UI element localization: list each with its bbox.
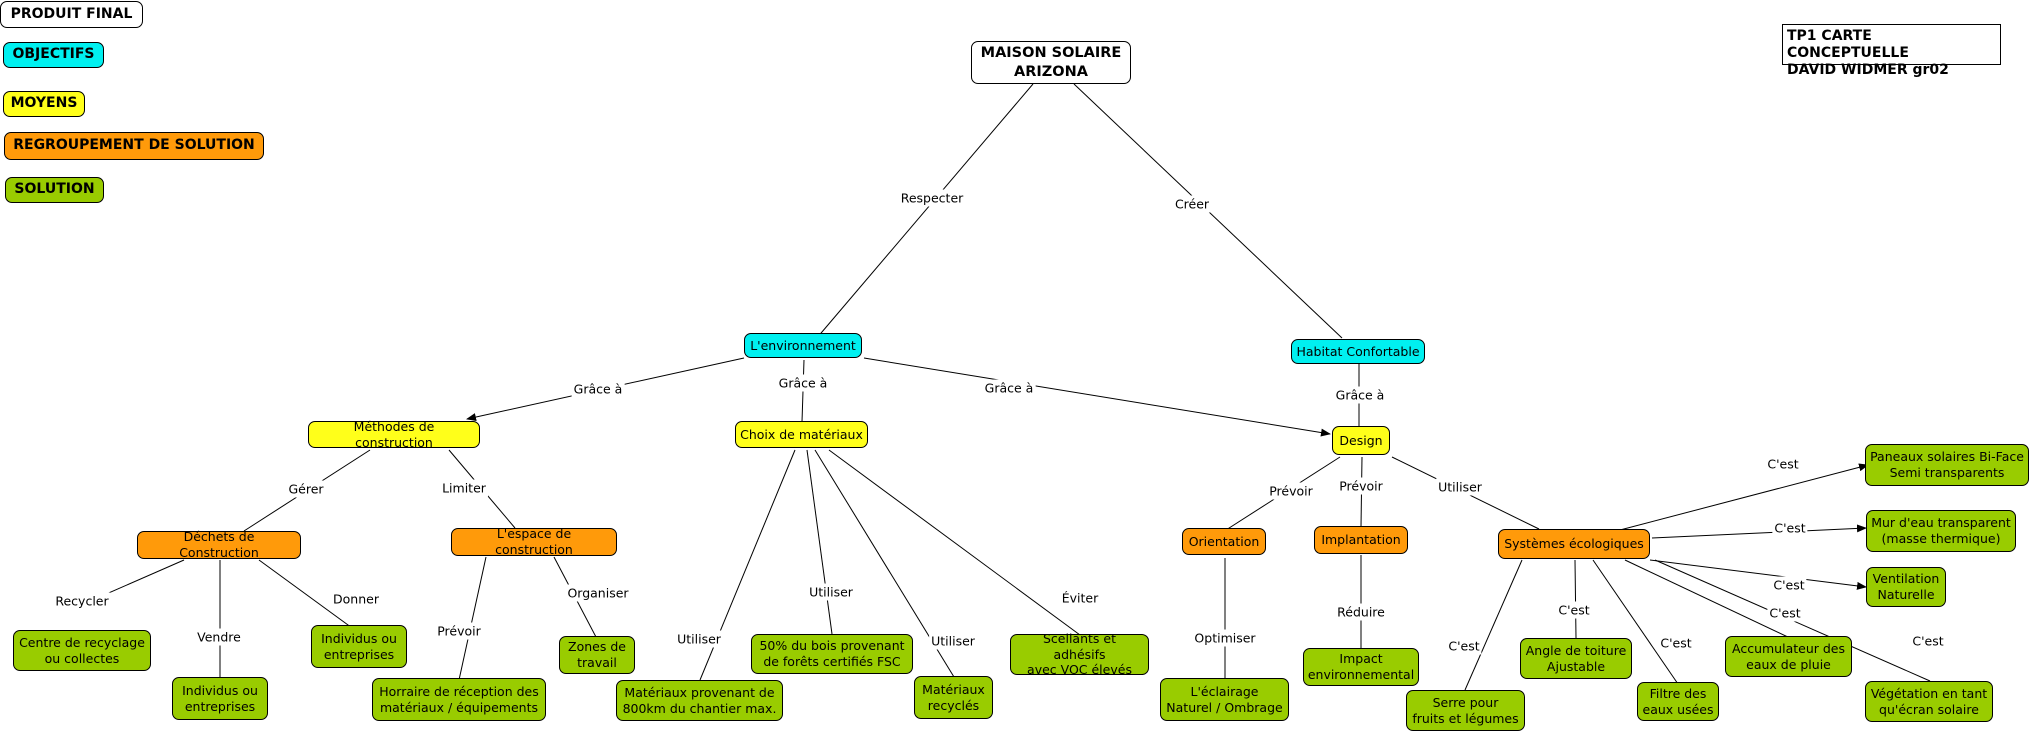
label-vendre: Vendre xyxy=(195,628,243,646)
node-systemes: Systèmes écologiques xyxy=(1498,529,1650,559)
node-bois-fsc: 50% du bois provenant de forêts certifié… xyxy=(751,634,913,674)
label-cest-serre: C'est xyxy=(1446,637,1482,655)
label-cest-filtre: C'est xyxy=(1658,634,1694,652)
legend-moyens: MOYENS xyxy=(3,91,85,117)
label-utiliser-recycles: Utiliser xyxy=(929,632,977,650)
label-grace-a-choix: Grâce à xyxy=(776,374,830,392)
label-limiter: Limiter xyxy=(440,479,488,497)
label-reduire: Réduire xyxy=(1335,603,1387,621)
legend-produit-final: PRODUIT FINAL xyxy=(0,1,143,28)
label-prevoir-horaire: Prévoir xyxy=(435,622,483,640)
label-grace-a-design: Grâce à xyxy=(982,379,1036,397)
node-centre-recyclage: Centre de recyclage ou collectes xyxy=(13,630,151,671)
node-eclairage: L'éclairage Naturel / Ombrage xyxy=(1160,678,1289,721)
label-utiliser-systemes: Utiliser xyxy=(1436,478,1484,496)
label-utiliser-800km: Utiliser xyxy=(675,630,723,648)
node-horaire: Horraire de réception des matériaux / éq… xyxy=(372,678,546,721)
node-materiaux-800km: Matériaux provenant de 800km du chantier… xyxy=(616,680,783,721)
node-scellants: Scellants et adhésifs avec VOC élevés xyxy=(1010,631,1149,677)
node-mur-eau: Mur d'eau transparent (masse thermique) xyxy=(1866,510,2016,552)
label-grace-a-habitat: Grâce à xyxy=(1333,386,1387,404)
node-design: Design xyxy=(1332,426,1390,455)
label-eviter: Éviter xyxy=(1059,589,1101,607)
label-cest-vegetation: C'est xyxy=(1910,632,1946,650)
node-implantation: Implantation xyxy=(1314,526,1408,554)
label-creer: Créer xyxy=(1172,195,1212,213)
node-methodes: Méthodes de construction xyxy=(308,419,480,450)
label-recycler: Recycler xyxy=(53,592,111,610)
node-impact: Impact environnemental xyxy=(1303,648,1419,686)
label-gerer: Gérer xyxy=(286,480,326,498)
node-orientation: Orientation xyxy=(1182,528,1266,555)
label-organiser: Organiser xyxy=(565,584,631,602)
node-ventilation: Ventilation Naturelle xyxy=(1866,567,1946,607)
label-donner: Donner xyxy=(331,590,381,608)
node-paneaux-solaires: Paneaux solaires Bi-Face Semi transparen… xyxy=(1865,444,2029,486)
node-vegetation: Végétation en tant qu'écran solaire xyxy=(1865,681,1993,722)
label-prevoir-implantation: Prévoir xyxy=(1337,477,1385,495)
label-cest-ventilation: C'est xyxy=(1771,576,1807,594)
label-prevoir-orientation: Prévoir xyxy=(1267,482,1315,500)
node-zones-travail: Zones de travail xyxy=(559,636,635,674)
node-habitat: Habitat Confortable xyxy=(1291,339,1425,364)
label-cest-paneaux: C'est xyxy=(1765,455,1801,473)
label-optimiser: Optimiser xyxy=(1192,629,1258,647)
legend-solution: SOLUTION xyxy=(5,177,104,203)
node-espace: L'espace de construction xyxy=(451,526,617,557)
tp-title: TP1 CARTE CONCEPTUELLE DAVID WIDMER gr02 xyxy=(1782,24,2001,78)
node-choix: Choix de matériaux xyxy=(735,421,868,448)
node-individus-donner: Individus ou entreprises xyxy=(311,625,407,668)
node-angle-toiture: Angle de toiture Ajustable xyxy=(1520,638,1632,679)
label-respecter: Respecter xyxy=(898,189,966,207)
label-grace-a-methodes: Grâce à xyxy=(571,380,625,398)
label-cest-accumulateur: C'est xyxy=(1767,604,1803,622)
label-cest-mur: C'est xyxy=(1772,519,1808,537)
node-individus-vendre: Individus ou entreprises xyxy=(172,677,268,720)
legend-objectifs: OBJECTIFS xyxy=(3,42,104,68)
node-filtre: Filtre des eaux usées xyxy=(1637,682,1719,721)
node-environnement: L'environnement xyxy=(744,333,862,358)
label-cest-angle: C'est xyxy=(1556,601,1592,619)
node-dechets: Déchets de Construction xyxy=(137,529,301,560)
node-serre: Serre pour fruits et légumes xyxy=(1406,690,1525,731)
node-accumulateur: Accumulateur des eaux de pluie xyxy=(1725,636,1852,677)
label-utiliser-bois: Utiliser xyxy=(807,583,855,601)
node-materiaux-recycles: Matériaux recyclés xyxy=(914,676,993,719)
node-maison-solaire: MAISON SOLAIRE ARIZONA xyxy=(971,41,1131,84)
legend-regroupement: REGROUPEMENT DE SOLUTION xyxy=(4,132,264,160)
